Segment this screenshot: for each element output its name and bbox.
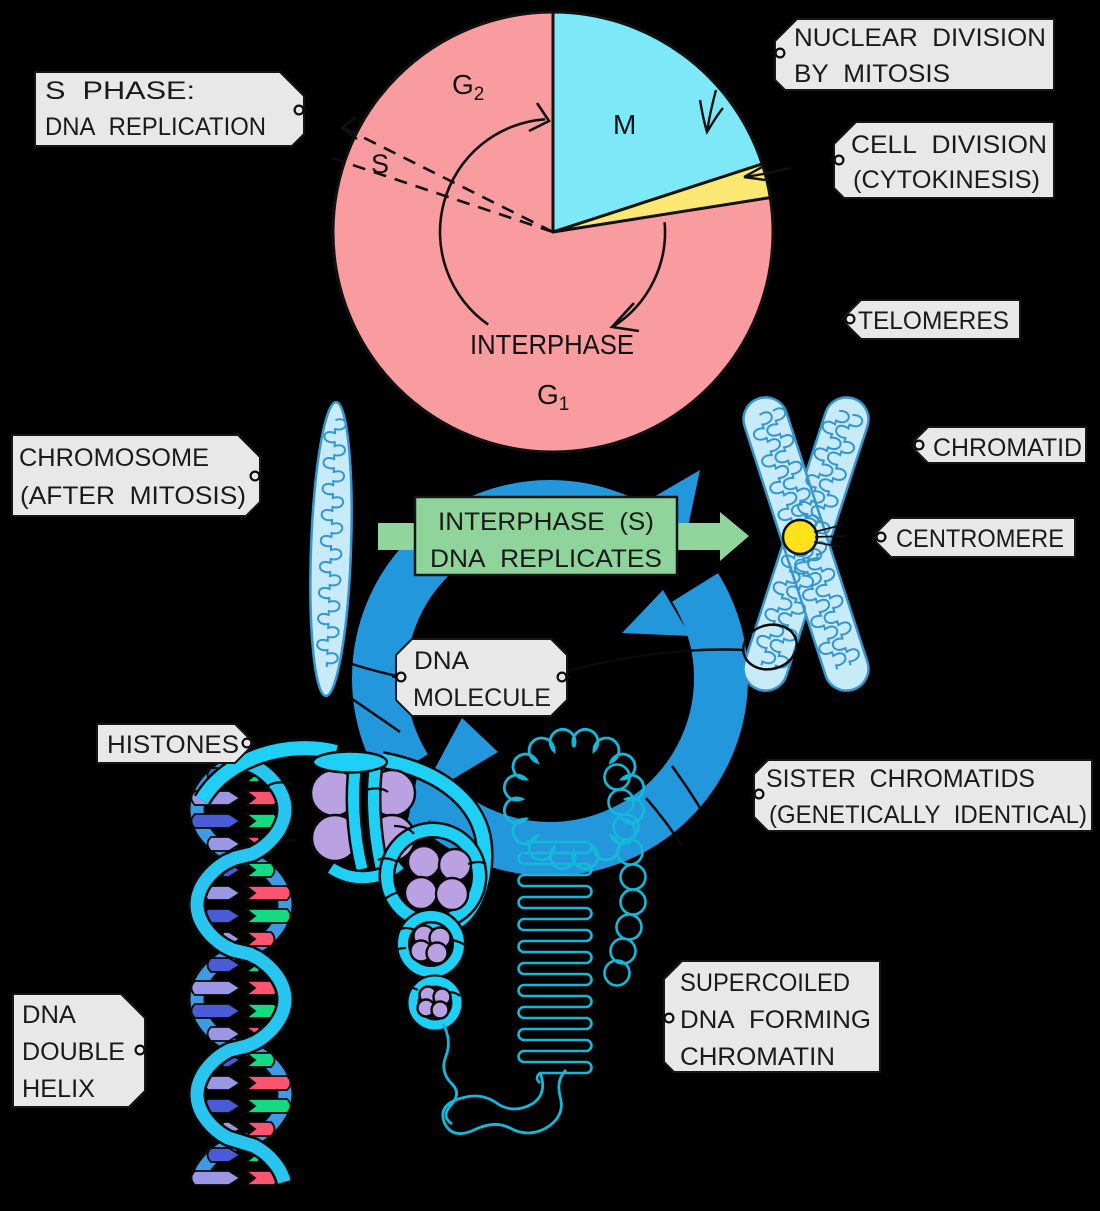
svg-text:DOUBLE: DOUBLE (22, 1038, 125, 1066)
svg-text:CELL DIVISION: CELL DIVISION (851, 131, 1047, 159)
svg-text:(GENETICALLY IDENTICAL): (GENETICALLY IDENTICAL) (769, 801, 1087, 829)
svg-text:CHROMATID: CHROMATID (933, 434, 1082, 462)
svg-text:SUPERCOILED: SUPERCOILED (680, 969, 850, 997)
svg-text:BY MITOSIS: BY MITOSIS (794, 60, 950, 88)
svg-text:SISTER CHROMATIDS: SISTER CHROMATIDS (766, 765, 1035, 793)
svg-text:DNA: DNA (22, 1001, 76, 1029)
svg-text:M: M (613, 109, 636, 140)
svg-text:(AFTER MITOSIS): (AFTER MITOSIS) (20, 482, 246, 510)
svg-text:INTERPHASE (S): INTERPHASE (S) (438, 508, 654, 536)
svg-text:CHROMOSOME: CHROMOSOME (19, 444, 209, 472)
svg-text:NUCLEAR DIVISION: NUCLEAR DIVISION (794, 24, 1046, 52)
svg-text:DNA REPLICATES: DNA REPLICATES (430, 545, 662, 573)
svg-text:DNA FORMING: DNA FORMING (680, 1006, 871, 1034)
svg-text:INTERPHASE: INTERPHASE (470, 329, 634, 360)
svg-text:HISTONES: HISTONES (107, 731, 239, 759)
svg-text:MOLECULE: MOLECULE (413, 684, 551, 712)
svg-text:S PHASE:: S PHASE: (45, 77, 195, 105)
svg-text:CENTROMERE: CENTROMERE (896, 525, 1064, 553)
svg-text:HELIX: HELIX (22, 1075, 95, 1103)
svg-text:DNA REPLICATION: DNA REPLICATION (45, 113, 266, 141)
svg-text:DNA: DNA (414, 647, 469, 675)
svg-text:(CYTOKINESIS): (CYTOKINESIS) (853, 166, 1040, 194)
svg-text:S: S (371, 149, 389, 179)
svg-text:TELOMERES: TELOMERES (858, 307, 1009, 335)
svg-text:CHROMATIN: CHROMATIN (680, 1043, 835, 1071)
